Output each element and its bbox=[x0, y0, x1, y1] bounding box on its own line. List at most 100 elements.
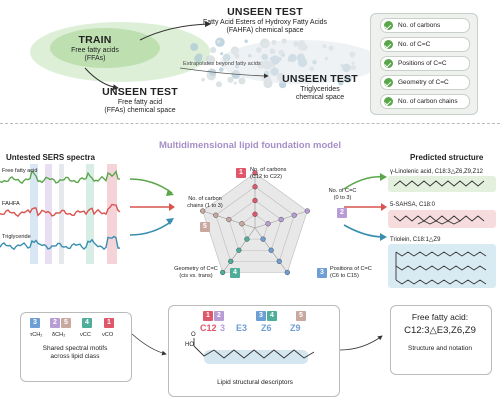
spectra-title: Untested SERS spectra bbox=[6, 153, 95, 162]
chemical-space-graphic bbox=[30, 21, 380, 91]
descriptor-badge: 1 bbox=[203, 311, 213, 321]
checklist-item: No. of carbon chains bbox=[380, 94, 470, 109]
check-icon bbox=[384, 21, 393, 30]
bubble bbox=[205, 55, 216, 65]
notation-box bbox=[390, 305, 492, 375]
axis-badge-1: 1 bbox=[236, 168, 246, 178]
radar-node bbox=[220, 269, 226, 276]
radar-node bbox=[278, 216, 284, 223]
radar-node bbox=[239, 221, 245, 227]
checklist-item: Positions of C=C bbox=[380, 56, 470, 71]
predicted-title: Predicted structure bbox=[410, 153, 484, 162]
motif-label: δCH₂ bbox=[52, 332, 66, 338]
carbonyl-label: O bbox=[191, 332, 196, 338]
radar-node bbox=[236, 247, 242, 253]
radar-node bbox=[304, 208, 310, 214]
axis-badge-3: 3 bbox=[317, 268, 327, 278]
unseen-tg-subtitle: Triglycerides chemical space bbox=[295, 86, 345, 102]
section-divider bbox=[0, 123, 500, 124]
check-icon bbox=[384, 40, 393, 49]
radar-node bbox=[244, 236, 250, 242]
extrapolates-note: Extrapolates beyond fatty acids bbox=[183, 61, 261, 67]
train-title: TRAIN bbox=[78, 34, 112, 46]
descriptor-badge: 5 bbox=[296, 311, 306, 321]
motif-badge: 4 bbox=[82, 318, 92, 328]
output-arrows bbox=[343, 173, 387, 241]
radar-node bbox=[252, 197, 258, 204]
motif-label: νCO bbox=[102, 332, 114, 338]
radar-node bbox=[228, 258, 234, 264]
radar-node bbox=[276, 258, 282, 264]
notation-line2: C12:3△E3,Z6,Z9 bbox=[404, 325, 476, 336]
spectrum-label-ffa: Free fatty acid bbox=[2, 168, 38, 174]
radar-node bbox=[200, 208, 206, 214]
axis-badge-5: 5 bbox=[200, 222, 210, 232]
unseen-ffa-subtitle: Free fatty acid (FFAs) chemical space bbox=[104, 99, 176, 115]
unseen-ffa-title: UNSEEN TEST bbox=[102, 86, 178, 98]
radar-node bbox=[252, 170, 258, 176]
axis-label-chains: No. of carbon chains (1 to 3) bbox=[187, 196, 223, 209]
bubble bbox=[215, 81, 223, 88]
motifs-caption: Shared spectral motifs across lipid clas… bbox=[42, 345, 108, 360]
radar-ring bbox=[228, 200, 282, 251]
descriptor-token-cc-count: 3 bbox=[220, 323, 226, 333]
radar-node bbox=[284, 269, 290, 276]
radar-node bbox=[291, 212, 297, 218]
radar-node bbox=[265, 221, 271, 227]
predicted-label-sahsa: 5-SAHSA, C18:0 bbox=[390, 202, 436, 208]
spectrum-label-fahfa: FAHFA bbox=[2, 201, 20, 207]
radar-ring bbox=[241, 213, 269, 240]
axis-label-cc-positions: Positions of C=C (C6 to C15) bbox=[330, 266, 372, 279]
shared-motifs-box bbox=[20, 312, 132, 382]
descriptor-badge: 3 bbox=[256, 311, 266, 321]
descriptor-token-position-2: Z6 bbox=[261, 323, 272, 333]
motif-label: νCC bbox=[80, 332, 91, 338]
descriptor-molecule bbox=[193, 338, 315, 364]
bubble bbox=[238, 77, 246, 85]
predicted-structure-ffa bbox=[388, 176, 496, 192]
axis-label-geometry: Geometry of C=C (cis vs. trans) bbox=[174, 266, 218, 279]
radar-ring bbox=[215, 186, 295, 262]
notation-arrow bbox=[339, 335, 383, 351]
descriptor-badge: 2 bbox=[214, 311, 224, 321]
motif-badge: 3 bbox=[30, 318, 40, 328]
bubble bbox=[209, 69, 217, 77]
checklist-item: Geometry of C=C bbox=[380, 75, 470, 90]
descriptor-token-carbons: C12 bbox=[200, 323, 217, 333]
bubble bbox=[220, 52, 224, 56]
checklist-item: No. of C=C bbox=[380, 37, 470, 52]
predicted-structure-tg bbox=[388, 244, 496, 288]
descriptor-token-position-3: Z9 bbox=[290, 323, 301, 333]
motifs-arrow bbox=[131, 333, 167, 356]
descriptors-caption: Lipid structural descriptors bbox=[217, 379, 293, 386]
radar-ring bbox=[202, 172, 308, 273]
motif-badge: 5 bbox=[61, 318, 71, 328]
checklist-item: No. of carbons bbox=[380, 18, 470, 33]
unseen-tg-title: UNSEEN TEST bbox=[282, 73, 358, 85]
descriptor-badge: 4 bbox=[267, 311, 277, 321]
notation-line1: Free fatty acid: bbox=[411, 312, 469, 322]
radar-node bbox=[252, 211, 258, 217]
radar-node bbox=[268, 247, 274, 253]
radar-node bbox=[260, 236, 266, 242]
bubble bbox=[337, 79, 344, 86]
bubble bbox=[233, 81, 237, 85]
check-icon bbox=[384, 97, 393, 106]
notation-caption: Structure and notation bbox=[408, 345, 472, 352]
descriptor-checklist: No. of carbons No. of C=C Positions of C… bbox=[370, 13, 478, 115]
unseen-fahfa-title: UNSEEN TEST bbox=[227, 6, 303, 18]
radar-node bbox=[252, 184, 258, 190]
bubble bbox=[210, 46, 217, 54]
axis-badge-2: 2 bbox=[337, 208, 347, 218]
radar-node bbox=[213, 212, 219, 218]
hydroxyl-label: HO bbox=[185, 342, 194, 348]
radar-node bbox=[226, 216, 232, 223]
predicted-label-linolenic: γ-Linolenic acid, C18:3△Z6,Z9,Z12 bbox=[390, 169, 483, 175]
motif-label: τCH₂ bbox=[30, 332, 43, 338]
axis-label-cc-count: No. of C=C (0 to 3) bbox=[328, 188, 357, 201]
spectrum-label-tg: Triglyceride bbox=[2, 234, 31, 240]
motif-badge: 2 bbox=[50, 318, 60, 328]
sers-spectra-plot bbox=[0, 164, 121, 264]
predicted-label-triolein: Triolein, C18:1△Z9 bbox=[390, 237, 441, 243]
unseen-fahfa-subtitle: Fatty Acid Esters of Hydroxy Fatty Acids… bbox=[202, 19, 328, 35]
